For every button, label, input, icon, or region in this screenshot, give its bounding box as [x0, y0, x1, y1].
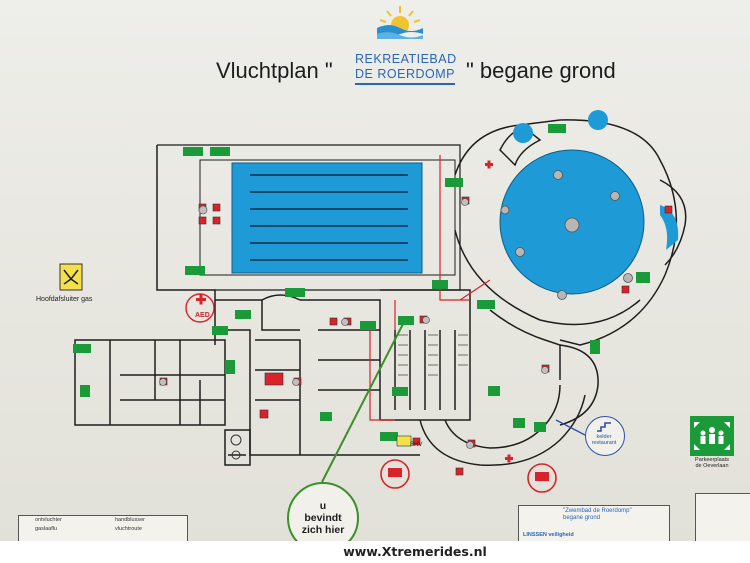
title-left: Vluchtplan " — [216, 58, 333, 83]
assembly-point-icon — [690, 416, 734, 456]
floor-plan — [18, 110, 735, 541]
title-right: " begane grond — [466, 58, 616, 83]
bhv-label: BHV — [410, 442, 423, 448]
here-line2: bevindt — [304, 512, 342, 524]
aed-label: AED — [195, 312, 210, 319]
kelder-label: kelder restaurant — [589, 434, 619, 446]
titleblock-name: "Zwembad de Roerdomp" — [563, 508, 632, 514]
parking-label: Parkeerplaats de Oeverlaan — [686, 457, 738, 469]
legend-item: vluchtroute — [115, 526, 142, 532]
kelder-label-line2: restaurant — [591, 440, 617, 446]
titleblock-floor: begane grond — [563, 515, 601, 521]
kelder-label-line1: kelder — [596, 434, 612, 440]
stairs-icon — [597, 422, 611, 432]
logo-line2: DE ROERDOMP — [355, 67, 455, 85]
legend-item: gaslaaflu — [35, 526, 58, 532]
logo: REKREATIEBAD DE ROERDOMP — [355, 52, 457, 85]
titleblock-brand: LINSSEN veiligheid — [523, 532, 574, 538]
here-line1: u — [319, 500, 327, 512]
legend-item: ontvluchter — [35, 517, 62, 523]
parking-label-line2: de Oeverlaan — [695, 463, 729, 469]
logo-line1: REKREATIEBAD — [355, 52, 457, 66]
title-block: "Zwembad de Roerdomp" begane grond LINSS… — [518, 505, 670, 543]
watermark-text: www.Xtremerides.nl — [343, 544, 487, 559]
legend: ontvluchter handblusser gaslaaflu vlucht… — [18, 515, 188, 543]
fire-service-block — [695, 493, 750, 543]
gas-shutoff-label: Hoofdafsluiter gas — [36, 296, 93, 303]
legend-item: handblusser — [115, 517, 145, 523]
parking-label-line1: Parkeerplaats — [695, 457, 729, 463]
map-title: Vluchtplan " REKREATIEBAD DE ROERDOMP " … — [0, 52, 750, 92]
lap-pool — [231, 162, 423, 274]
here-line3: zich hier — [301, 524, 345, 536]
sun-logo-icon — [377, 6, 423, 39]
watermark-bar: www.Xtremerides.nl — [0, 541, 750, 563]
